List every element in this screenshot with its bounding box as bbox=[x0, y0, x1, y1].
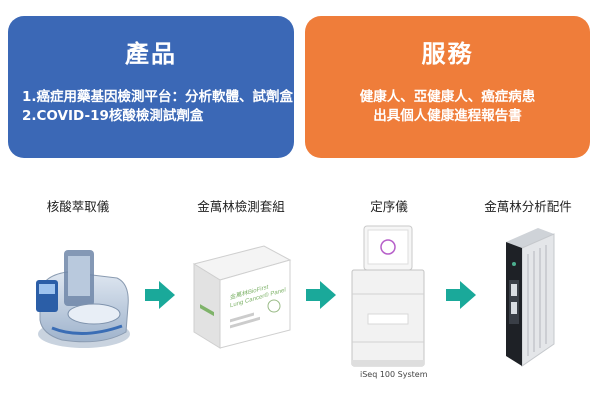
sequencer-image bbox=[351, 225, 425, 367]
arrow-right-icon bbox=[446, 281, 476, 309]
services-title: 服務 bbox=[421, 40, 474, 68]
services-line-1: 健康人、亞健康人、癌症病患 bbox=[359, 89, 536, 105]
device-label-sequencer: 定序儀 bbox=[370, 199, 408, 214]
products-panel: 產品 1.癌症用藥基因檢測平台：分析軟體、試劑盒 2.COVID-19核酸檢測試… bbox=[8, 16, 294, 158]
device-label-extractor: 核酸萃取儀 bbox=[46, 199, 110, 214]
device-label-test-kit: 金萬林檢測套組 bbox=[197, 199, 285, 214]
arrow-right-icon bbox=[306, 281, 336, 309]
services-line-2: 出具個人健康進程報告書 bbox=[373, 108, 522, 124]
products-line-1: 1.癌症用藥基因檢測平台：分析軟體、試劑盒 bbox=[22, 89, 294, 105]
device-label-analysis: 金萬林分析配件 bbox=[484, 199, 572, 214]
services-description: 健康人、亞健康人、癌症病患 出具個人健康進程報告書 bbox=[305, 88, 590, 126]
test-kit-box-image: 金萬林BioFirst Lung Cancer® Panel bbox=[192, 245, 292, 349]
arrow-right-icon bbox=[145, 281, 175, 309]
products-title: 產品 bbox=[125, 40, 177, 68]
nucleic-acid-extractor-image bbox=[36, 250, 130, 348]
services-panel: 服務 健康人、亞健康人、癌症病患 出具個人健康進程報告書 bbox=[305, 16, 590, 158]
products-description: 1.癌症用藥基因檢測平台：分析軟體、試劑盒 2.COVID-19核酸檢測試劑盒 bbox=[8, 88, 294, 126]
products-line-2: 2.COVID-19核酸檢測試劑盒 bbox=[22, 108, 204, 124]
analysis-computer-image bbox=[506, 228, 555, 367]
sequencer-caption: iSeq 100 System bbox=[360, 370, 428, 379]
